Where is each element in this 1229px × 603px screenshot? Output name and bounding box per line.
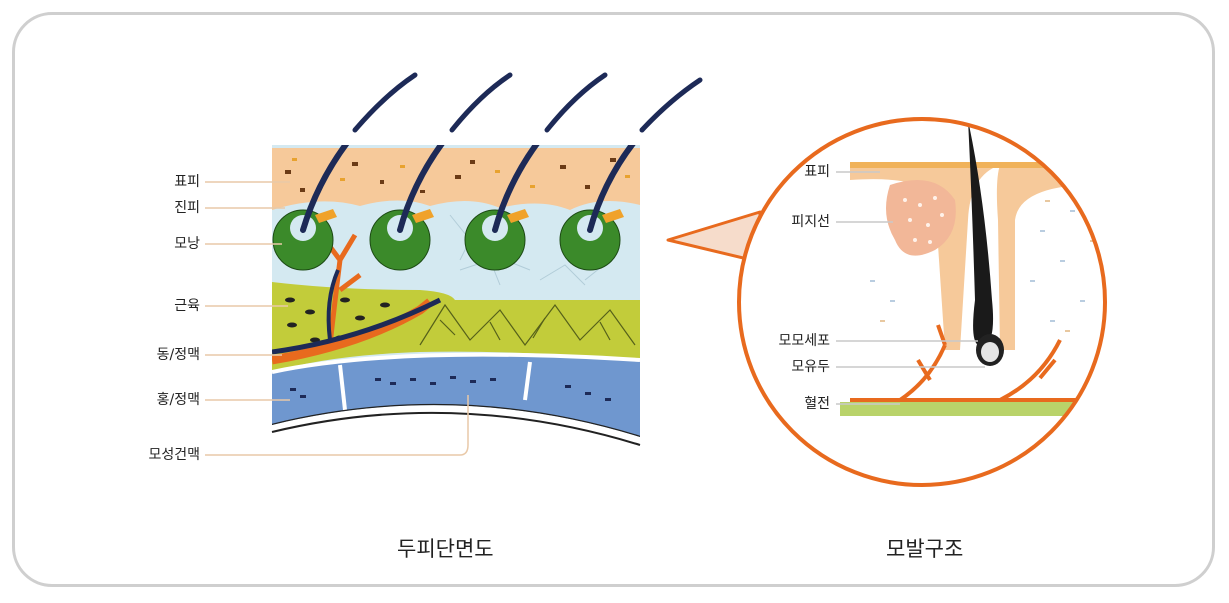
hair-shaft (968, 120, 994, 345)
left-leader-lines (205, 181, 469, 456)
label-matrix-cell: 모모세포 (778, 333, 830, 349)
right-leader-lines (836, 171, 985, 405)
caption-hair-structure: 모발구조 (886, 537, 964, 561)
label-tendon: 모성건맥 (148, 447, 200, 463)
label-epidermis-right: 표피 (804, 164, 830, 180)
label-blood-vein: 홍/정맥 (156, 392, 200, 408)
label-artery-vein: 동/정맥 (156, 347, 200, 363)
label-dermis: 진피 (174, 200, 200, 216)
label-follicle: 모낭 (174, 236, 200, 252)
zoom-circle-border (737, 117, 1107, 487)
label-sebaceous-gland: 피지선 (791, 214, 830, 230)
muscle-layer (272, 282, 640, 372)
blue-layer (272, 354, 640, 437)
label-blood-clot: 혈전 (804, 396, 830, 412)
scalp-cross-section (272, 145, 640, 437)
label-muscle: 근육 (174, 298, 200, 314)
vein (272, 297, 442, 355)
label-epidermis-left: 표피 (174, 174, 200, 190)
label-papilla: 모유두 (791, 359, 830, 375)
caption-scalp-section: 두피단면도 (397, 537, 494, 561)
dermal-papilla (981, 342, 999, 362)
